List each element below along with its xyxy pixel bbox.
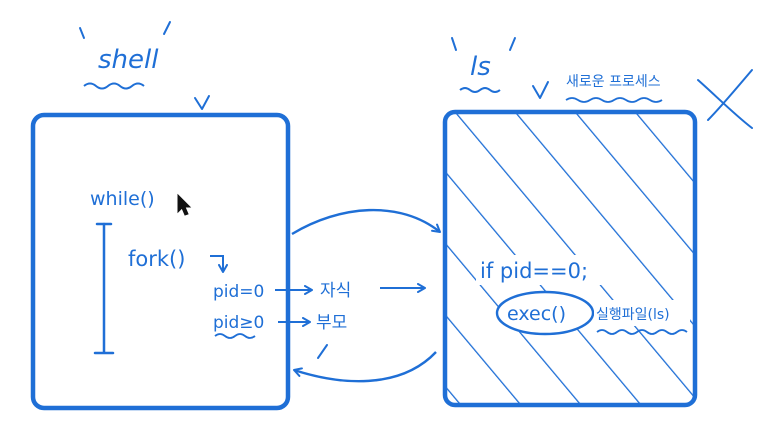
tick-mark: [79, 27, 85, 39]
shell-process-box: [30, 112, 291, 411]
child-label: 자식: [320, 281, 351, 301]
squiggle-underline: [565, 97, 663, 103]
exec-call-label: exec(): [507, 303, 566, 325]
ls-title: ls: [470, 52, 491, 82]
pid-child-label: pid=0: [213, 282, 264, 302]
executable-file-note: 실행파일(ls): [596, 307, 670, 323]
squiggle-underline: [596, 329, 688, 335]
loop-bracket: [93, 222, 115, 355]
tick-mark: [451, 37, 457, 51]
pid-parent-label: pid≥0: [213, 313, 264, 333]
parent-label: 부모: [316, 313, 347, 333]
checkmark-icon: [194, 95, 210, 110]
text-backdrop: [476, 255, 611, 285]
text-backdrop: [594, 300, 690, 326]
checkmark-icon: [532, 81, 549, 99]
squiggle-underline: [83, 82, 145, 90]
mouse-cursor-icon: [177, 193, 192, 216]
exec-circle: [495, 290, 595, 336]
ls-title-group: ls: [451, 37, 516, 93]
squiggle-underline: [459, 87, 501, 93]
cross-icon: [697, 69, 753, 129]
tick-mark: [163, 21, 171, 35]
new-process-note: 새로운 프로세스: [566, 74, 661, 90]
shell-title-group: shell: [79, 21, 171, 90]
return-stroke: [317, 344, 328, 359]
if-pid-condition: if pid==0;: [480, 259, 588, 283]
fork-to-ls-curved-arrow: [291, 208, 441, 236]
tick-mark: [509, 37, 516, 51]
while-loop-label: while(): [90, 188, 155, 210]
return-to-shell-curved-arrow: [293, 351, 437, 383]
fork-call-label: fork(): [128, 247, 185, 271]
ls-process-box: [442, 109, 698, 408]
fork-down-arrow: [210, 255, 228, 273]
squiggle-underline: [214, 333, 256, 339]
shell-title: shell: [98, 45, 159, 75]
